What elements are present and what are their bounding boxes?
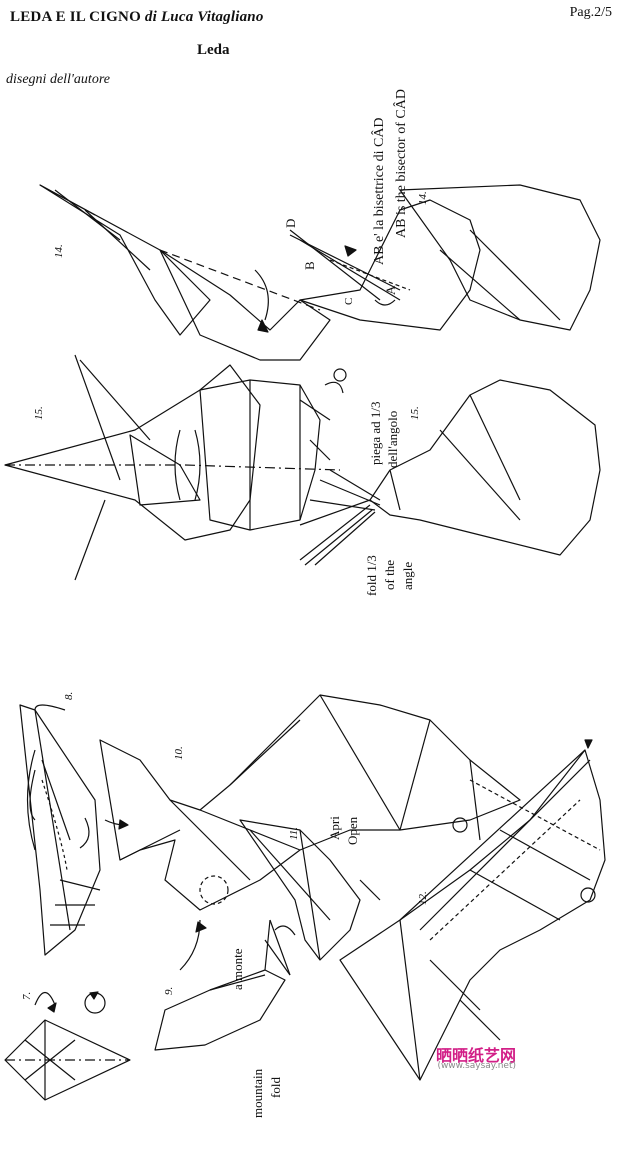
step-15-number: 15.: [33, 406, 45, 420]
point-c-label: C: [343, 298, 355, 305]
title-author: di Luca Vitagliano: [144, 9, 264, 25]
fold-third-en-3: angle: [400, 562, 415, 590]
step-14-number: 14.: [53, 244, 65, 258]
step-8-number: 8.: [63, 692, 75, 700]
bisector-note-it: AB e' la bisettrice di CÂD: [370, 117, 387, 265]
diagram-step-10: [99, 694, 521, 911]
bisector-note-en: AB is the bisector of CÂD: [392, 89, 409, 238]
title-main: LEDA E IL CIGNO: [10, 9, 141, 25]
point-d-label: D: [283, 219, 298, 228]
step-15-number-dup: 15.: [409, 406, 421, 420]
page-title: LEDA E IL CIGNO di Luca Vitagliano: [10, 9, 264, 26]
mountain-fold-en-2: fold: [268, 1077, 283, 1098]
fold-third-it-1: piega ad 1/3: [368, 401, 383, 465]
point-a-label: A: [383, 285, 398, 295]
step-7-number: 7.: [21, 992, 33, 1000]
diagram-step-12: [339, 739, 606, 1081]
step-14-number-dup: 14.: [417, 191, 429, 205]
fold-third-en-1: fold 1/3: [364, 555, 379, 596]
step-10-number: 10.: [173, 746, 185, 760]
diagram-step-15: [4, 354, 601, 581]
mountain-fold-it: a monte: [230, 948, 245, 990]
fold-third-en-2: of the: [382, 560, 397, 590]
diagram-step-8: [19, 704, 101, 956]
diagram-step-14: [39, 184, 601, 361]
diagram-step-7: [4, 991, 131, 1101]
step-9-number: 9.: [163, 987, 175, 995]
open-it: Apri: [327, 816, 342, 840]
diagram-step-9: [154, 875, 296, 1051]
open-en: Open: [345, 816, 360, 845]
credits-note: disegni dell'autore: [6, 72, 110, 87]
diagram-step-11: [239, 819, 381, 961]
point-b-label: B: [302, 261, 317, 270]
step-11-number: 11.: [288, 827, 300, 840]
watermark-logo: 晒晒纸艺网: [435, 1046, 516, 1065]
step-12-number: 12.: [417, 891, 429, 905]
section-title: Leda: [197, 42, 230, 58]
page-number: Pag.2/5: [569, 5, 612, 20]
fold-third-it-2: dell'angolo: [385, 411, 400, 468]
mountain-fold-en-1: mountain: [250, 1068, 265, 1118]
watermark-url: (www.saysay.net): [437, 1061, 516, 1071]
